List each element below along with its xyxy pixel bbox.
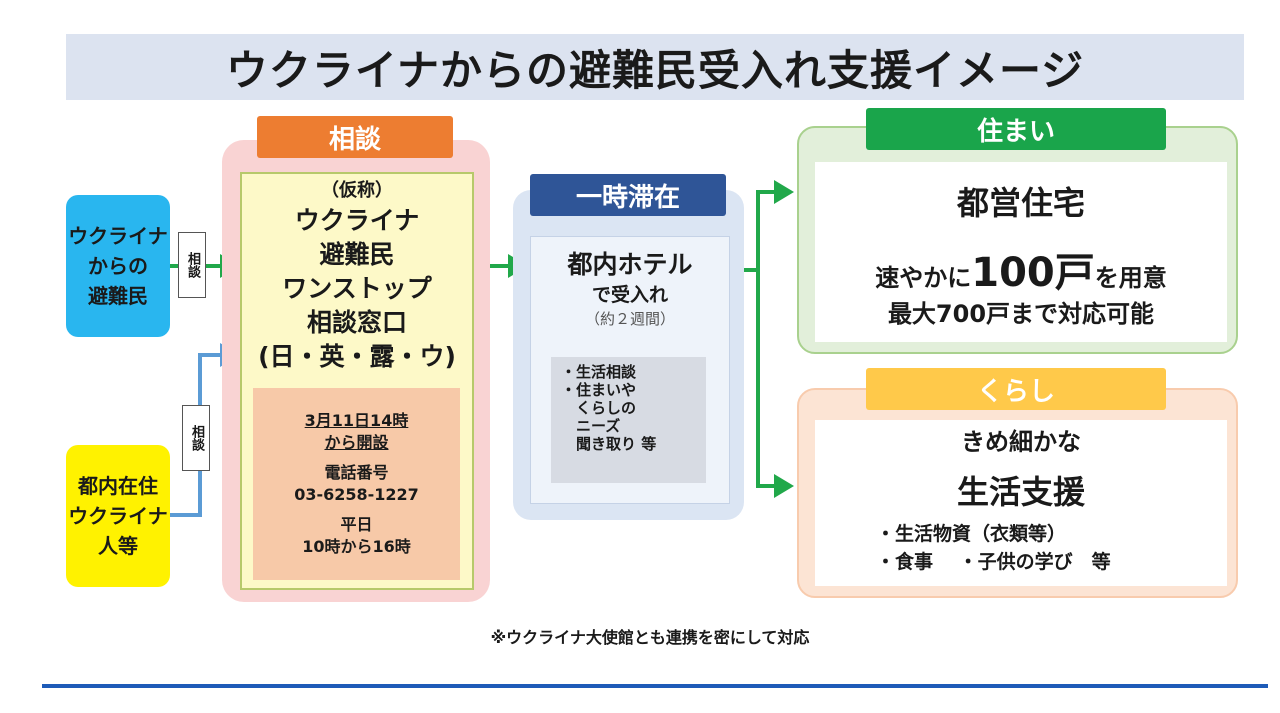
source-resident-line: 人等 <box>98 534 138 558</box>
consult-tag: 相談 <box>182 405 210 471</box>
source-refugee-line: 避難民 <box>88 284 148 308</box>
source-resident: 都内在住 ウクライナ 人等 <box>66 445 170 587</box>
consult-info: 3月11日14時 から開設 電話番号 03-6258-1227 平日 10時から… <box>253 388 460 580</box>
bottom-rule <box>42 684 1268 688</box>
housing-quick-post: を用意 <box>1094 264 1167 292</box>
consult-line: 相談窓口 <box>306 308 407 337</box>
consult-header: （仮称） ウクライナ 避難民 ワンストップ 相談窓口 (日・英・露・ウ) <box>240 178 474 374</box>
living-label: くらし <box>866 368 1166 410</box>
phone-label: 電話番号 <box>324 463 389 482</box>
source-refugee-line: ウクライナ <box>68 224 168 248</box>
housing-title: 都営住宅 <box>956 184 1085 222</box>
hours-label: 平日 <box>340 515 373 534</box>
source-refugee-line: からの <box>88 254 148 278</box>
phone-number: 03-6258-1227 <box>294 485 419 504</box>
housing-quick-num: 100戸 <box>971 250 1095 296</box>
living-box <box>815 420 1227 586</box>
list-item: 聞き取り 等 <box>561 435 657 453</box>
consult-line: ワンストップ <box>282 274 432 303</box>
consult-line: ウクライナ <box>294 206 420 235</box>
living-title: 生活支援 <box>956 473 1085 511</box>
housing-max: 最大700戸まで対応可能 <box>887 300 1155 328</box>
stay-label: 一時滞在 <box>530 174 726 216</box>
stay-line: 都内ホテル <box>567 250 693 279</box>
arrow-stay-to-living <box>756 270 794 498</box>
stay-main: 都内ホテル で受入れ （約２週間） <box>530 248 730 330</box>
page-title: ウクライナからの避難民受入れ支援イメージ <box>66 34 1244 100</box>
list-item: くらしの <box>561 399 637 417</box>
consult-line: 避難民 <box>319 240 395 269</box>
list-item: ・住まいや <box>561 381 637 399</box>
stay-duration: （約２週間） <box>584 310 675 328</box>
consult-tag: 相談 <box>178 232 206 298</box>
consult-languages: (日・英・露・ウ) <box>258 342 456 371</box>
stay-line: で受入れ <box>591 284 668 306</box>
housing-quick: 速やかに 100戸 を用意 <box>815 240 1227 298</box>
list-item: ・生活物資（衣類等） <box>876 523 1067 545</box>
hours: 10時から16時 <box>302 537 411 556</box>
housing-quick-pre: 速やかに <box>875 264 972 292</box>
footnote: ※ウクライナ大使館とも連携を密にして対応 <box>490 628 810 647</box>
housing-box <box>815 162 1227 342</box>
consult-subtitle: （仮称） <box>321 180 393 201</box>
consult-label: 相談 <box>257 116 453 158</box>
source-refugee: ウクライナ からの 避難民 <box>66 195 170 337</box>
list-item: ・生活相談 <box>561 363 637 381</box>
source-resident-line: 都内在住 <box>78 474 158 498</box>
housing-label: 住まい <box>866 108 1166 150</box>
open-date: 3月11日14時 <box>304 411 409 430</box>
arrow-stay-to-housing <box>730 180 794 272</box>
living-items: ・生活物資（衣類等） ・食事 ・子供の学び 等 <box>876 520 1206 576</box>
list-item: ・食事 ・子供の学び 等 <box>876 551 1111 573</box>
source-resident-line: ウクライナ <box>68 504 168 528</box>
open-label: から開設 <box>324 433 389 452</box>
stay-list: ・生活相談 ・住まいや くらしの ニーズ 聞き取り 等 <box>551 357 706 483</box>
list-item: ニーズ <box>561 417 621 435</box>
living-subtitle: きめ細かな <box>961 428 1081 456</box>
